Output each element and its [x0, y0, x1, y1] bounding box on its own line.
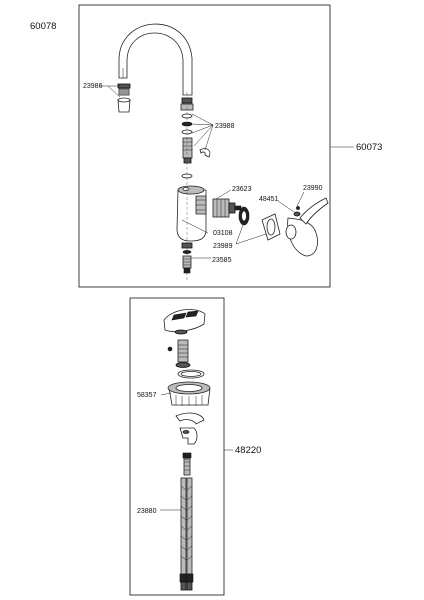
- cartridge: [212, 198, 242, 218]
- part-label-23585: 23585: [212, 257, 232, 264]
- part-label-23623: 23623: [232, 186, 252, 193]
- part-label-03108: 03108: [213, 230, 233, 237]
- part-label-23880: 23880: [137, 508, 157, 515]
- part-label-58357: 58357: [137, 392, 157, 399]
- aerator: [117, 83, 131, 113]
- cartridge-nut: [238, 206, 250, 226]
- part-label-23988: 23988: [215, 123, 235, 130]
- supply-hoses: [179, 477, 194, 591]
- retaining-clip: [199, 148, 211, 158]
- lever-insert: [167, 339, 191, 368]
- lower-assembly-frame: [129, 297, 225, 596]
- upper-assembly-frame: [78, 4, 331, 288]
- assembly-label-48220: 48220: [235, 445, 261, 456]
- cartridge-cap: [261, 213, 281, 241]
- part-label-23986: 23986: [83, 83, 103, 90]
- handle-lever: [285, 197, 329, 257]
- o-ring: [177, 369, 205, 379]
- handle-cap: [163, 309, 206, 335]
- part-label-48451: 48451: [259, 196, 279, 203]
- part-label-23989: 23989: [213, 243, 233, 250]
- fixing-stud: [182, 452, 192, 476]
- assembly-label-60078: 60078: [30, 21, 56, 32]
- mixer-body: [176, 185, 207, 242]
- fixing-clamp: [175, 412, 205, 425]
- spout: [118, 23, 193, 96]
- assembly-label-60073: 60073: [356, 142, 382, 153]
- part-label-23990: 23990: [303, 185, 323, 192]
- fixing-washer: [179, 427, 198, 445]
- mounting-ring: [167, 381, 211, 406]
- mounting-stud: [181, 242, 193, 274]
